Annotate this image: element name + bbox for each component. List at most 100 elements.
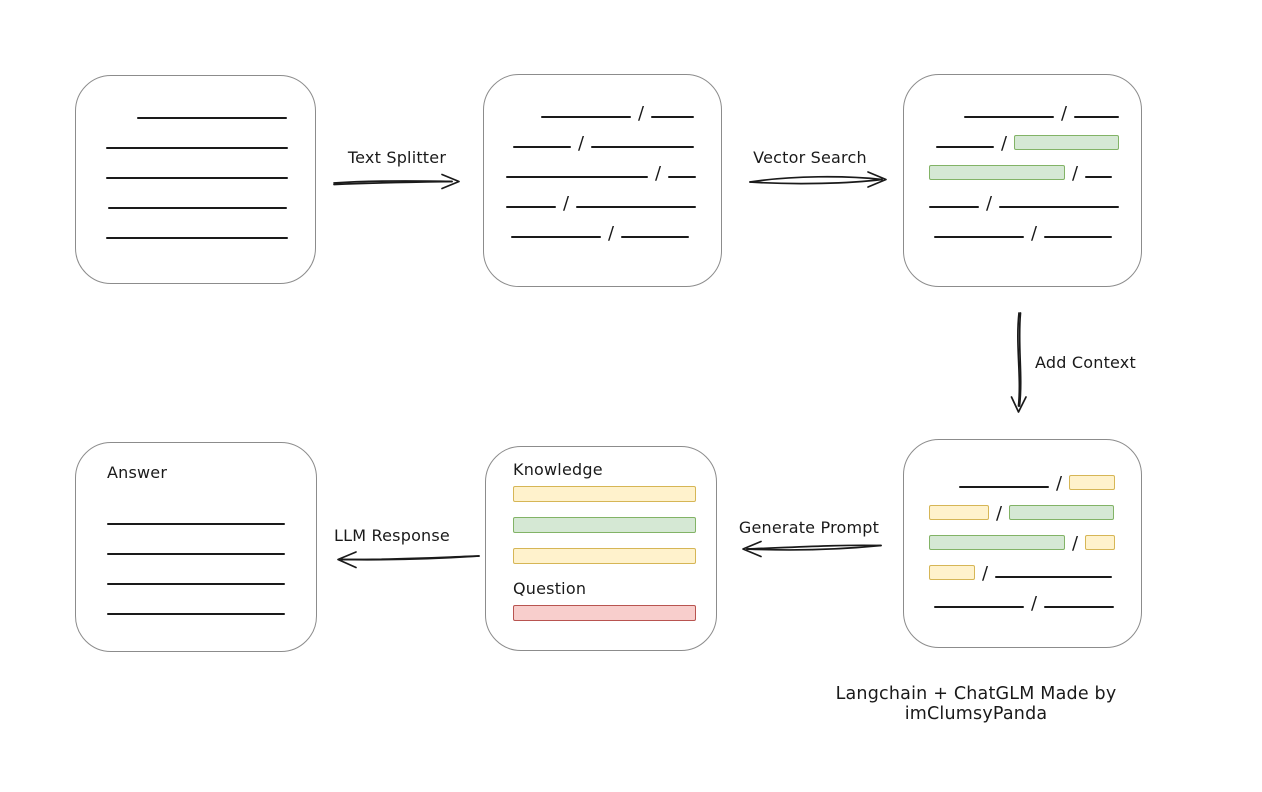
slash-separator: /	[1072, 533, 1079, 554]
generate-prompt-label: Generate Prompt	[738, 518, 880, 537]
text-line	[1074, 116, 1120, 118]
text-line	[511, 236, 601, 238]
text-line	[106, 147, 288, 149]
text-row: /	[929, 182, 1141, 214]
text-row	[108, 183, 315, 213]
text-line	[506, 206, 556, 208]
text-line	[1044, 606, 1115, 608]
text-row: /	[513, 122, 721, 153]
text-line	[999, 206, 1120, 208]
text-line	[936, 146, 994, 148]
text-line	[1044, 236, 1113, 238]
slash-separator: /	[655, 163, 662, 184]
text-line	[959, 486, 1049, 488]
text-row	[107, 529, 316, 559]
text-line	[106, 177, 288, 179]
text-line	[541, 116, 631, 118]
text-line	[107, 613, 285, 615]
slash-separator: /	[1031, 223, 1038, 244]
answer-heading: Answer	[107, 463, 168, 482]
slash-separator: /	[1001, 133, 1008, 154]
vector-search-arrow	[749, 171, 887, 188]
llm-response-arrow	[337, 551, 480, 569]
text-line	[107, 553, 285, 555]
text-line	[995, 576, 1113, 578]
text-line	[934, 236, 1024, 238]
generate-prompt-arrow	[742, 540, 882, 558]
slash-separator: /	[986, 193, 993, 214]
text-line	[591, 146, 695, 148]
highlight-green-chunk	[929, 165, 1065, 180]
text-row: /	[934, 212, 1141, 244]
chunk-lines: /////	[484, 75, 721, 244]
text-row	[107, 559, 316, 589]
text-row: /	[964, 92, 1141, 124]
vector-search-result-box: / / / / /	[903, 74, 1142, 287]
text-line	[576, 206, 697, 208]
text-row	[106, 153, 315, 183]
text-line	[506, 176, 648, 178]
credit-caption: Langchain + ChatGLM Made by imClumsyPand…	[835, 684, 1117, 724]
slash-separator: /	[608, 223, 615, 244]
text-row: /	[506, 182, 721, 214]
text-row	[137, 93, 315, 123]
text-row: /	[959, 462, 1141, 494]
text-line	[1085, 176, 1113, 178]
text-row	[106, 123, 315, 153]
question-heading: Question	[513, 579, 587, 598]
text-line	[964, 116, 1054, 118]
text-row	[107, 499, 316, 529]
text-line	[107, 583, 285, 585]
slash-separator: /	[1072, 163, 1079, 184]
slash-separator: /	[1056, 473, 1063, 494]
context-chunk-lines: / / / / /	[904, 440, 1141, 614]
highlight-green-chunk	[1009, 505, 1115, 520]
highlight-yellow-chunk	[1085, 535, 1116, 550]
slash-separator: /	[563, 193, 570, 214]
document-lines	[76, 76, 315, 243]
text-row: /	[934, 582, 1141, 614]
highlight-yellow-chunk	[1069, 475, 1116, 490]
add-context-label: Add Context	[1035, 353, 1136, 372]
vector-search-label: Vector Search	[753, 148, 867, 167]
text-line	[108, 207, 287, 209]
split-chunks-box: /////	[483, 74, 722, 287]
text-row	[106, 213, 315, 243]
add-context-arrow	[1010, 312, 1027, 413]
text-row: /	[929, 552, 1141, 584]
highlight-yellow-chunk	[929, 565, 975, 580]
text-line	[668, 176, 697, 178]
llm-response-label: LLM Response	[334, 526, 450, 545]
text-line	[929, 206, 979, 208]
text-splitter-arrow	[333, 173, 460, 190]
slash-separator: /	[638, 103, 645, 124]
text-line	[107, 523, 285, 525]
highlight-yellow-chunk	[929, 505, 989, 520]
slash-separator: /	[982, 563, 989, 584]
text-row: /	[541, 92, 721, 124]
text-line	[651, 116, 695, 118]
yellow-bar	[513, 548, 696, 564]
text-line	[137, 117, 287, 119]
text-row: /	[929, 522, 1141, 554]
context-box: / / / / /	[903, 439, 1142, 648]
slash-separator: /	[1061, 103, 1068, 124]
text-row: /	[929, 152, 1141, 184]
text-splitter-label: Text Splitter	[347, 148, 447, 167]
slash-separator: /	[996, 503, 1003, 524]
retrieved-chunk-lines: / / / / /	[904, 75, 1141, 244]
text-row	[107, 589, 316, 619]
text-row: /	[506, 152, 721, 184]
answer-box: Answer	[75, 442, 317, 652]
text-line	[934, 606, 1024, 608]
red-bar	[513, 605, 696, 621]
green-bar	[513, 517, 696, 533]
document-box	[75, 75, 316, 284]
slash-separator: /	[1031, 593, 1038, 614]
text-line	[621, 236, 690, 238]
text-row: /	[511, 212, 721, 244]
knowledge-heading: Knowledge	[513, 460, 603, 479]
